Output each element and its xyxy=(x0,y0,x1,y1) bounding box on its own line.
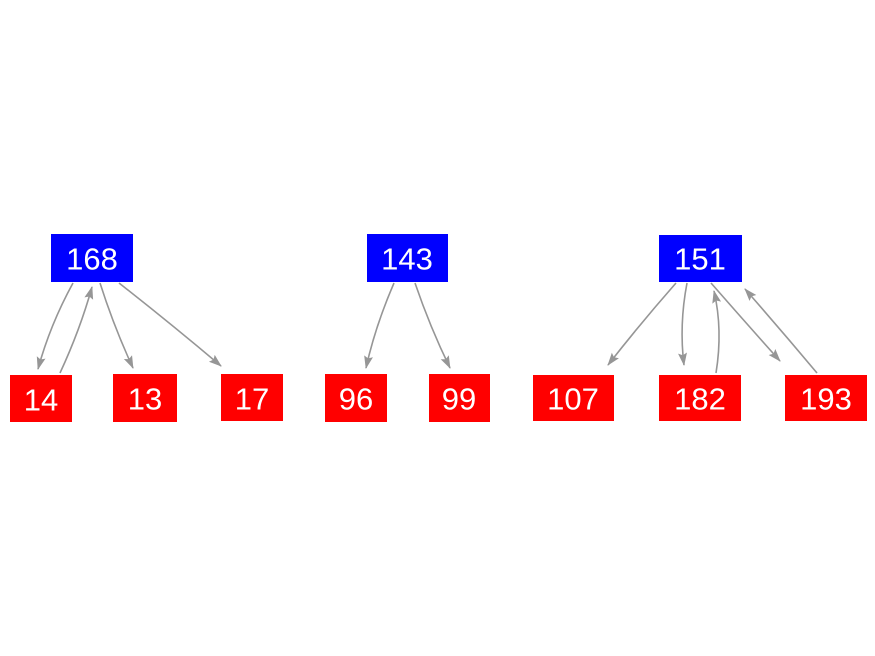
node-193-label: 193 xyxy=(800,382,852,417)
node-layer: 168 14 13 17 143 96 xyxy=(10,234,867,422)
node-143: 143 xyxy=(367,234,448,282)
edge-168-to-17 xyxy=(118,282,222,367)
node-13-label: 13 xyxy=(128,382,162,417)
node-107-box xyxy=(533,375,614,421)
node-151-label: 151 xyxy=(674,242,726,277)
node-13: 13 xyxy=(113,374,177,422)
node-99-box xyxy=(429,374,490,422)
edge-151-to-107 xyxy=(607,282,677,366)
node-14: 14 xyxy=(10,375,72,422)
edge-193-to-151 xyxy=(744,288,818,374)
edge-151-to-193 xyxy=(710,282,781,362)
edge-143-to-99 xyxy=(414,282,451,369)
node-14-box xyxy=(10,375,72,422)
node-99: 99 xyxy=(429,374,490,422)
node-107-label: 107 xyxy=(547,382,599,417)
node-143-label: 143 xyxy=(381,242,433,277)
node-168-label: 168 xyxy=(66,242,118,277)
node-168: 168 xyxy=(51,234,133,282)
edge-168-to-14 xyxy=(36,282,74,370)
node-17-box xyxy=(221,374,283,421)
edge-14-to-168 xyxy=(59,286,94,374)
node-182: 182 xyxy=(659,375,741,421)
node-96: 96 xyxy=(325,374,387,422)
node-168-box xyxy=(51,234,133,282)
node-151: 151 xyxy=(659,235,742,282)
edge-layer xyxy=(36,282,818,374)
node-14-label: 14 xyxy=(24,383,58,418)
node-99-label: 99 xyxy=(442,382,476,417)
edge-151-to-182 xyxy=(678,282,688,366)
edge-182-to-151 xyxy=(712,290,722,374)
node-96-label: 96 xyxy=(339,382,373,417)
edge-168-to-13 xyxy=(99,282,134,369)
node-107: 107 xyxy=(533,375,614,421)
node-193: 193 xyxy=(785,375,867,421)
edge-143-to-96 xyxy=(364,282,395,369)
node-96-box xyxy=(325,374,387,422)
node-182-label: 182 xyxy=(674,382,726,417)
node-151-box xyxy=(659,235,742,282)
node-17: 17 xyxy=(221,374,283,421)
node-17-label: 17 xyxy=(235,382,269,417)
node-143-box xyxy=(367,234,448,282)
node-182-box xyxy=(659,375,741,421)
node-13-box xyxy=(113,374,177,422)
node-193-box xyxy=(785,375,867,421)
